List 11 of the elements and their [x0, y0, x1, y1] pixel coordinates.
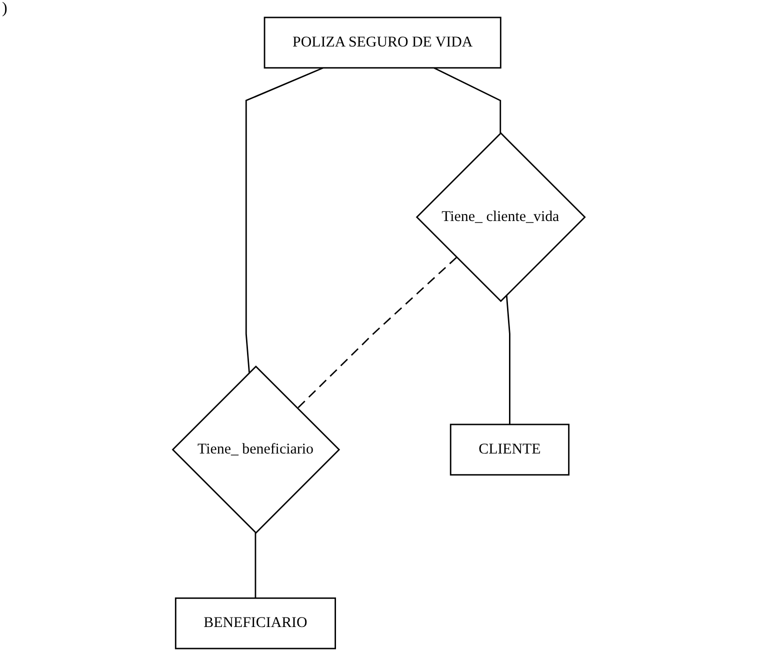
connector	[254, 532, 256, 598]
connector	[434, 67, 502, 134]
connector	[506, 294, 511, 424]
label-text: )	[2, 0, 8, 17]
node-diamond: Tiene_ beneficiario	[172, 366, 340, 534]
connector	[246, 67, 324, 373]
node-diamond: Tiene_ cliente_vida	[416, 132, 586, 302]
node-box: POLIZA SEGURO DE VIDA	[264, 16, 502, 69]
connector	[297, 256, 458, 409]
node-box: BENEFICIARIO	[175, 597, 336, 650]
node-box: CLIENTE	[450, 424, 570, 476]
